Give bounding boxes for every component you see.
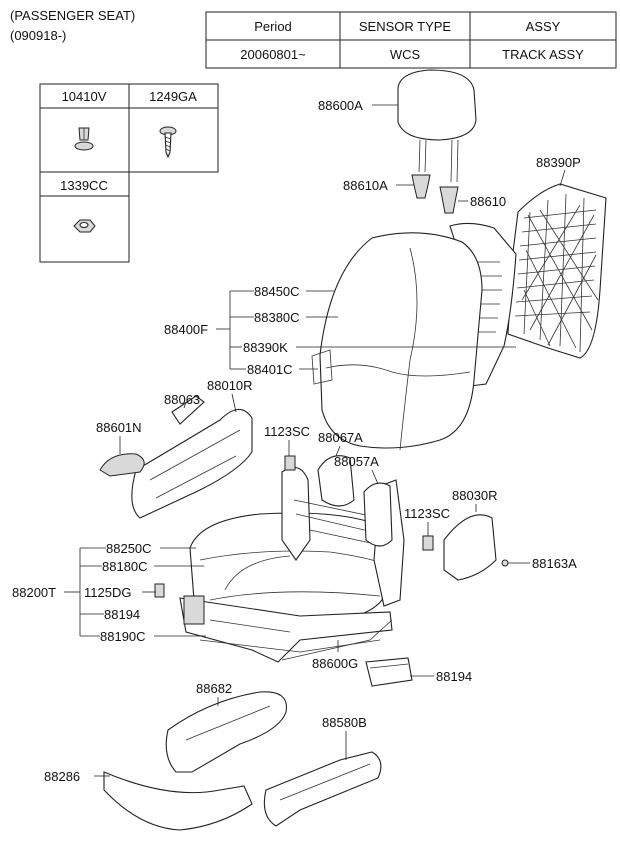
label-88163A: 88163A bbox=[532, 556, 577, 571]
fastener-1249GA-label: 1249GA bbox=[149, 89, 197, 104]
trim-88286 bbox=[103, 771, 253, 831]
fastener-1339CC-label: 1339CC bbox=[60, 178, 108, 193]
label-88601N: 88601N bbox=[96, 420, 142, 435]
label-1123SC-a: 1123SC bbox=[264, 424, 310, 439]
label-88600G: 88600G bbox=[312, 656, 358, 671]
fastener-table: 10410V 1249GA 1339CC bbox=[39, 83, 219, 263]
spec-cell-assy: TRACK ASSY bbox=[502, 47, 584, 62]
label-88400F: 88400F bbox=[164, 322, 208, 337]
headrest bbox=[397, 69, 477, 183]
label-88030R: 88030R bbox=[452, 488, 498, 503]
label-88190C: 88190C bbox=[100, 629, 146, 644]
spec-cell-period: 20060801~ bbox=[240, 47, 306, 62]
label-88580B: 88580B bbox=[322, 715, 367, 730]
label-88057A: 88057A bbox=[334, 454, 379, 469]
outer-shield bbox=[443, 514, 497, 581]
label-88600A: 88600A bbox=[318, 98, 363, 113]
recline-lever bbox=[171, 395, 205, 425]
label-1125DG: 1125DG bbox=[84, 585, 131, 600]
spec-header-sensor: SENSOR TYPE bbox=[359, 19, 452, 34]
label-88180C: 88180C bbox=[102, 559, 148, 574]
nut-icon bbox=[73, 219, 96, 233]
label-88610: 88610 bbox=[470, 194, 506, 209]
label-88450C: 88450C bbox=[254, 284, 300, 299]
seat-cushion bbox=[189, 512, 393, 631]
bracket-left bbox=[317, 455, 355, 507]
screw-icon bbox=[159, 126, 177, 159]
fastener-10410V-label: 10410V bbox=[62, 89, 107, 104]
label-88194-b: 88194 bbox=[436, 669, 472, 684]
bolt-right-icon bbox=[422, 535, 434, 551]
side-cover bbox=[131, 408, 253, 519]
spec-header-period: Period bbox=[254, 19, 292, 34]
label-88063: 88063 bbox=[164, 392, 200, 407]
rear-cover-88580B bbox=[263, 751, 382, 827]
seatback-frame bbox=[507, 183, 607, 359]
label-1123SC-b: 1123SC bbox=[404, 506, 450, 521]
headrest-guide-left bbox=[411, 174, 431, 199]
callouts: 88600A 88610A 88610 88390P 88450C 88380C… bbox=[12, 98, 581, 784]
label-88401C: 88401C bbox=[247, 362, 293, 377]
label-88390P: 88390P bbox=[536, 155, 581, 170]
label-88010R: 88010R bbox=[207, 378, 253, 393]
front-cover-88682 bbox=[165, 691, 288, 773]
headrest-guide-right bbox=[439, 186, 459, 214]
label-88194-a: 88194 bbox=[104, 607, 140, 622]
wcs-module bbox=[365, 657, 413, 687]
title-line2: (090918-) bbox=[10, 28, 66, 43]
bolt-1125DG-icon bbox=[154, 583, 165, 598]
label-88067A: 88067A bbox=[318, 430, 363, 445]
label-88250C: 88250C bbox=[106, 541, 152, 556]
title-line1: (PASSENGER SEAT) bbox=[10, 8, 135, 23]
spec-table: Period SENSOR TYPE ASSY 20060801~ WCS TR… bbox=[205, 11, 617, 69]
clip-88163A-icon bbox=[501, 559, 509, 567]
spec-cell-sensor: WCS bbox=[390, 47, 421, 62]
label-88380C: 88380C bbox=[254, 310, 300, 325]
bracket-right bbox=[363, 482, 393, 547]
spec-header-assy: ASSY bbox=[526, 19, 561, 34]
seatback-cover bbox=[311, 232, 483, 451]
label-88200T: 88200T bbox=[12, 585, 56, 600]
label-88610A: 88610A bbox=[343, 178, 388, 193]
clip-icon bbox=[74, 127, 94, 151]
label-88286: 88286 bbox=[44, 769, 80, 784]
bolt-left-icon bbox=[284, 455, 296, 471]
lumbar-knob bbox=[99, 453, 145, 477]
label-88390K: 88390K bbox=[243, 340, 288, 355]
label-88682: 88682 bbox=[196, 681, 232, 696]
